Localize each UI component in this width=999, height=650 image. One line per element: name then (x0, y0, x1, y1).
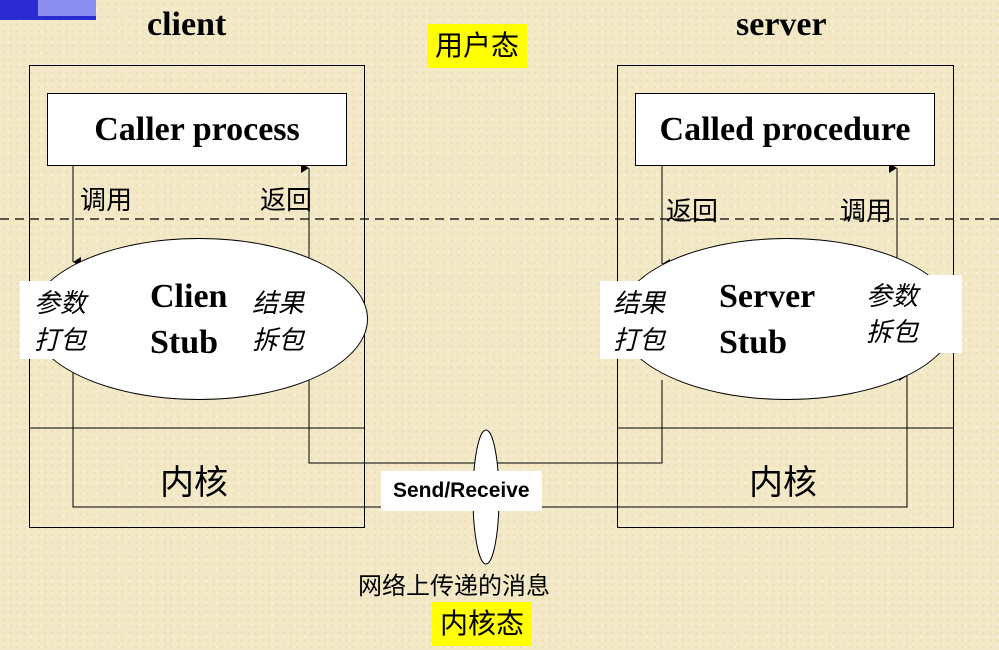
client-pack-panel (20, 281, 100, 359)
client-pack-label-line1: 参数 (34, 289, 87, 319)
called-procedure-box: Called procedure (635, 93, 935, 166)
server-stub-label-line2: Stub (719, 324, 788, 361)
server-pack-label-line2: 打包 (613, 326, 666, 356)
server-unpack-label-line2: 拆包 (866, 318, 919, 348)
client-unpack-label-line2: 拆包 (252, 326, 305, 356)
server-return-label: 返回 (666, 197, 719, 227)
server-pack-label-line1: 结果 (613, 289, 666, 319)
call-arrows (72, 163, 898, 269)
client-call-label: 调用 (80, 186, 133, 216)
server-stub-label-line1: Server (719, 278, 816, 315)
client-stub-label-line1: Clien (150, 278, 228, 315)
server-call-label: 调用 (840, 197, 893, 227)
client-pack-label-line2: 打包 (34, 326, 87, 356)
client-unpack-label-line1: 结果 (252, 289, 305, 319)
corner-decoration-light (38, 0, 96, 16)
client-stub-label-line2: Stub (150, 324, 219, 361)
client-return-label: 返回 (260, 186, 313, 216)
client-stub-ellipse (30, 238, 368, 400)
client-heading: client (147, 6, 227, 43)
user-mode-tag: 用户态 (427, 24, 528, 68)
server-kernel-label: 内核 (749, 463, 817, 503)
server-unpack-label-line1: 参数 (866, 282, 919, 312)
client-kernel-label: 内核 (160, 463, 228, 503)
caller-process-box: Caller process (47, 93, 347, 166)
server-heading: server (736, 6, 827, 43)
network-message-caption: 网络上传递的消息 (358, 572, 550, 600)
server-pack-panel (600, 281, 680, 359)
kernel-mode-tag: 内核态 (432, 602, 533, 646)
send-receive-label: Send/Receive (381, 471, 542, 511)
server-unpack-panel (860, 275, 962, 353)
